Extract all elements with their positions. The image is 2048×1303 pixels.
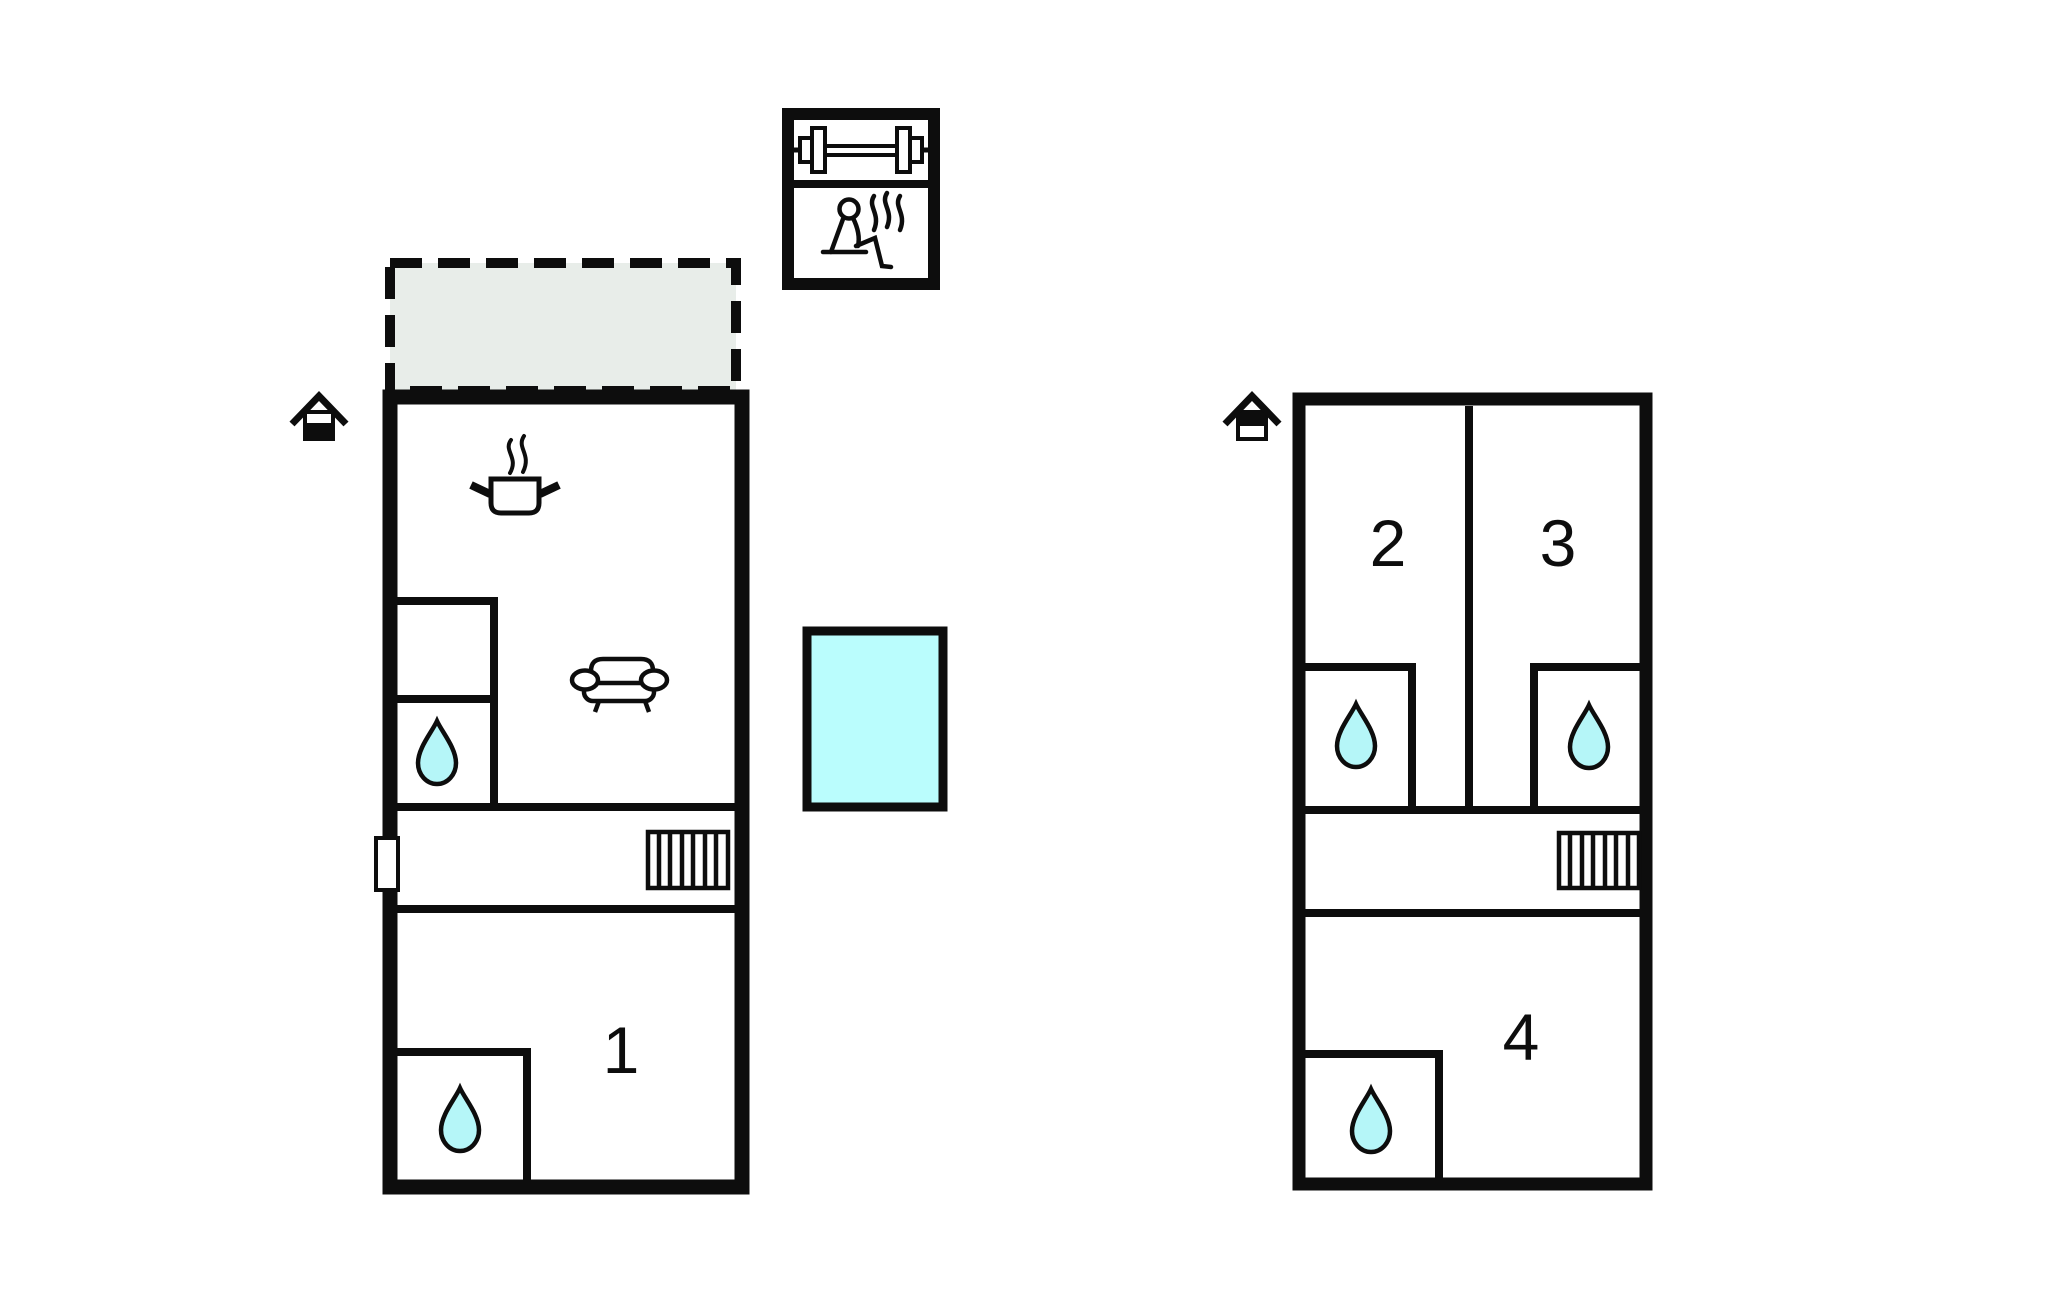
room-label-1: 1 — [603, 1013, 640, 1087]
ground-floor-plan: 1 — [289, 258, 750, 1195]
stairs-icon — [1556, 830, 1642, 891]
room-label-2: 2 — [1370, 506, 1407, 580]
sofa-icon — [569, 656, 670, 713]
cooking-pot-icon — [469, 434, 561, 516]
house-ground-floor-icon — [289, 390, 349, 441]
water-drop-icon — [1334, 698, 1378, 770]
room-label-3: 3 — [1540, 506, 1577, 580]
sauna-person-icon — [820, 190, 905, 270]
water-drop-icon — [1349, 1083, 1393, 1155]
house-upper-floor-icon — [1222, 390, 1282, 441]
terrace-area — [385, 258, 741, 396]
room-label-4: 4 — [1503, 1000, 1540, 1074]
water-drop-icon — [415, 715, 459, 787]
upper-floor-interior-walls — [1300, 406, 1644, 1186]
dumbbell-icon — [794, 126, 928, 174]
stairs-icon — [645, 829, 731, 891]
door-marker-icon — [374, 836, 400, 892]
water-drop-icon — [1567, 699, 1611, 771]
pool — [802, 626, 948, 812]
wellness-box — [782, 108, 940, 290]
water-drop-icon — [438, 1082, 482, 1154]
ground-floor-outline — [382, 389, 750, 1195]
ground-floor-interior-walls — [383, 597, 749, 1190]
upper-floor-plan: 2 3 4 — [1222, 390, 1653, 1191]
